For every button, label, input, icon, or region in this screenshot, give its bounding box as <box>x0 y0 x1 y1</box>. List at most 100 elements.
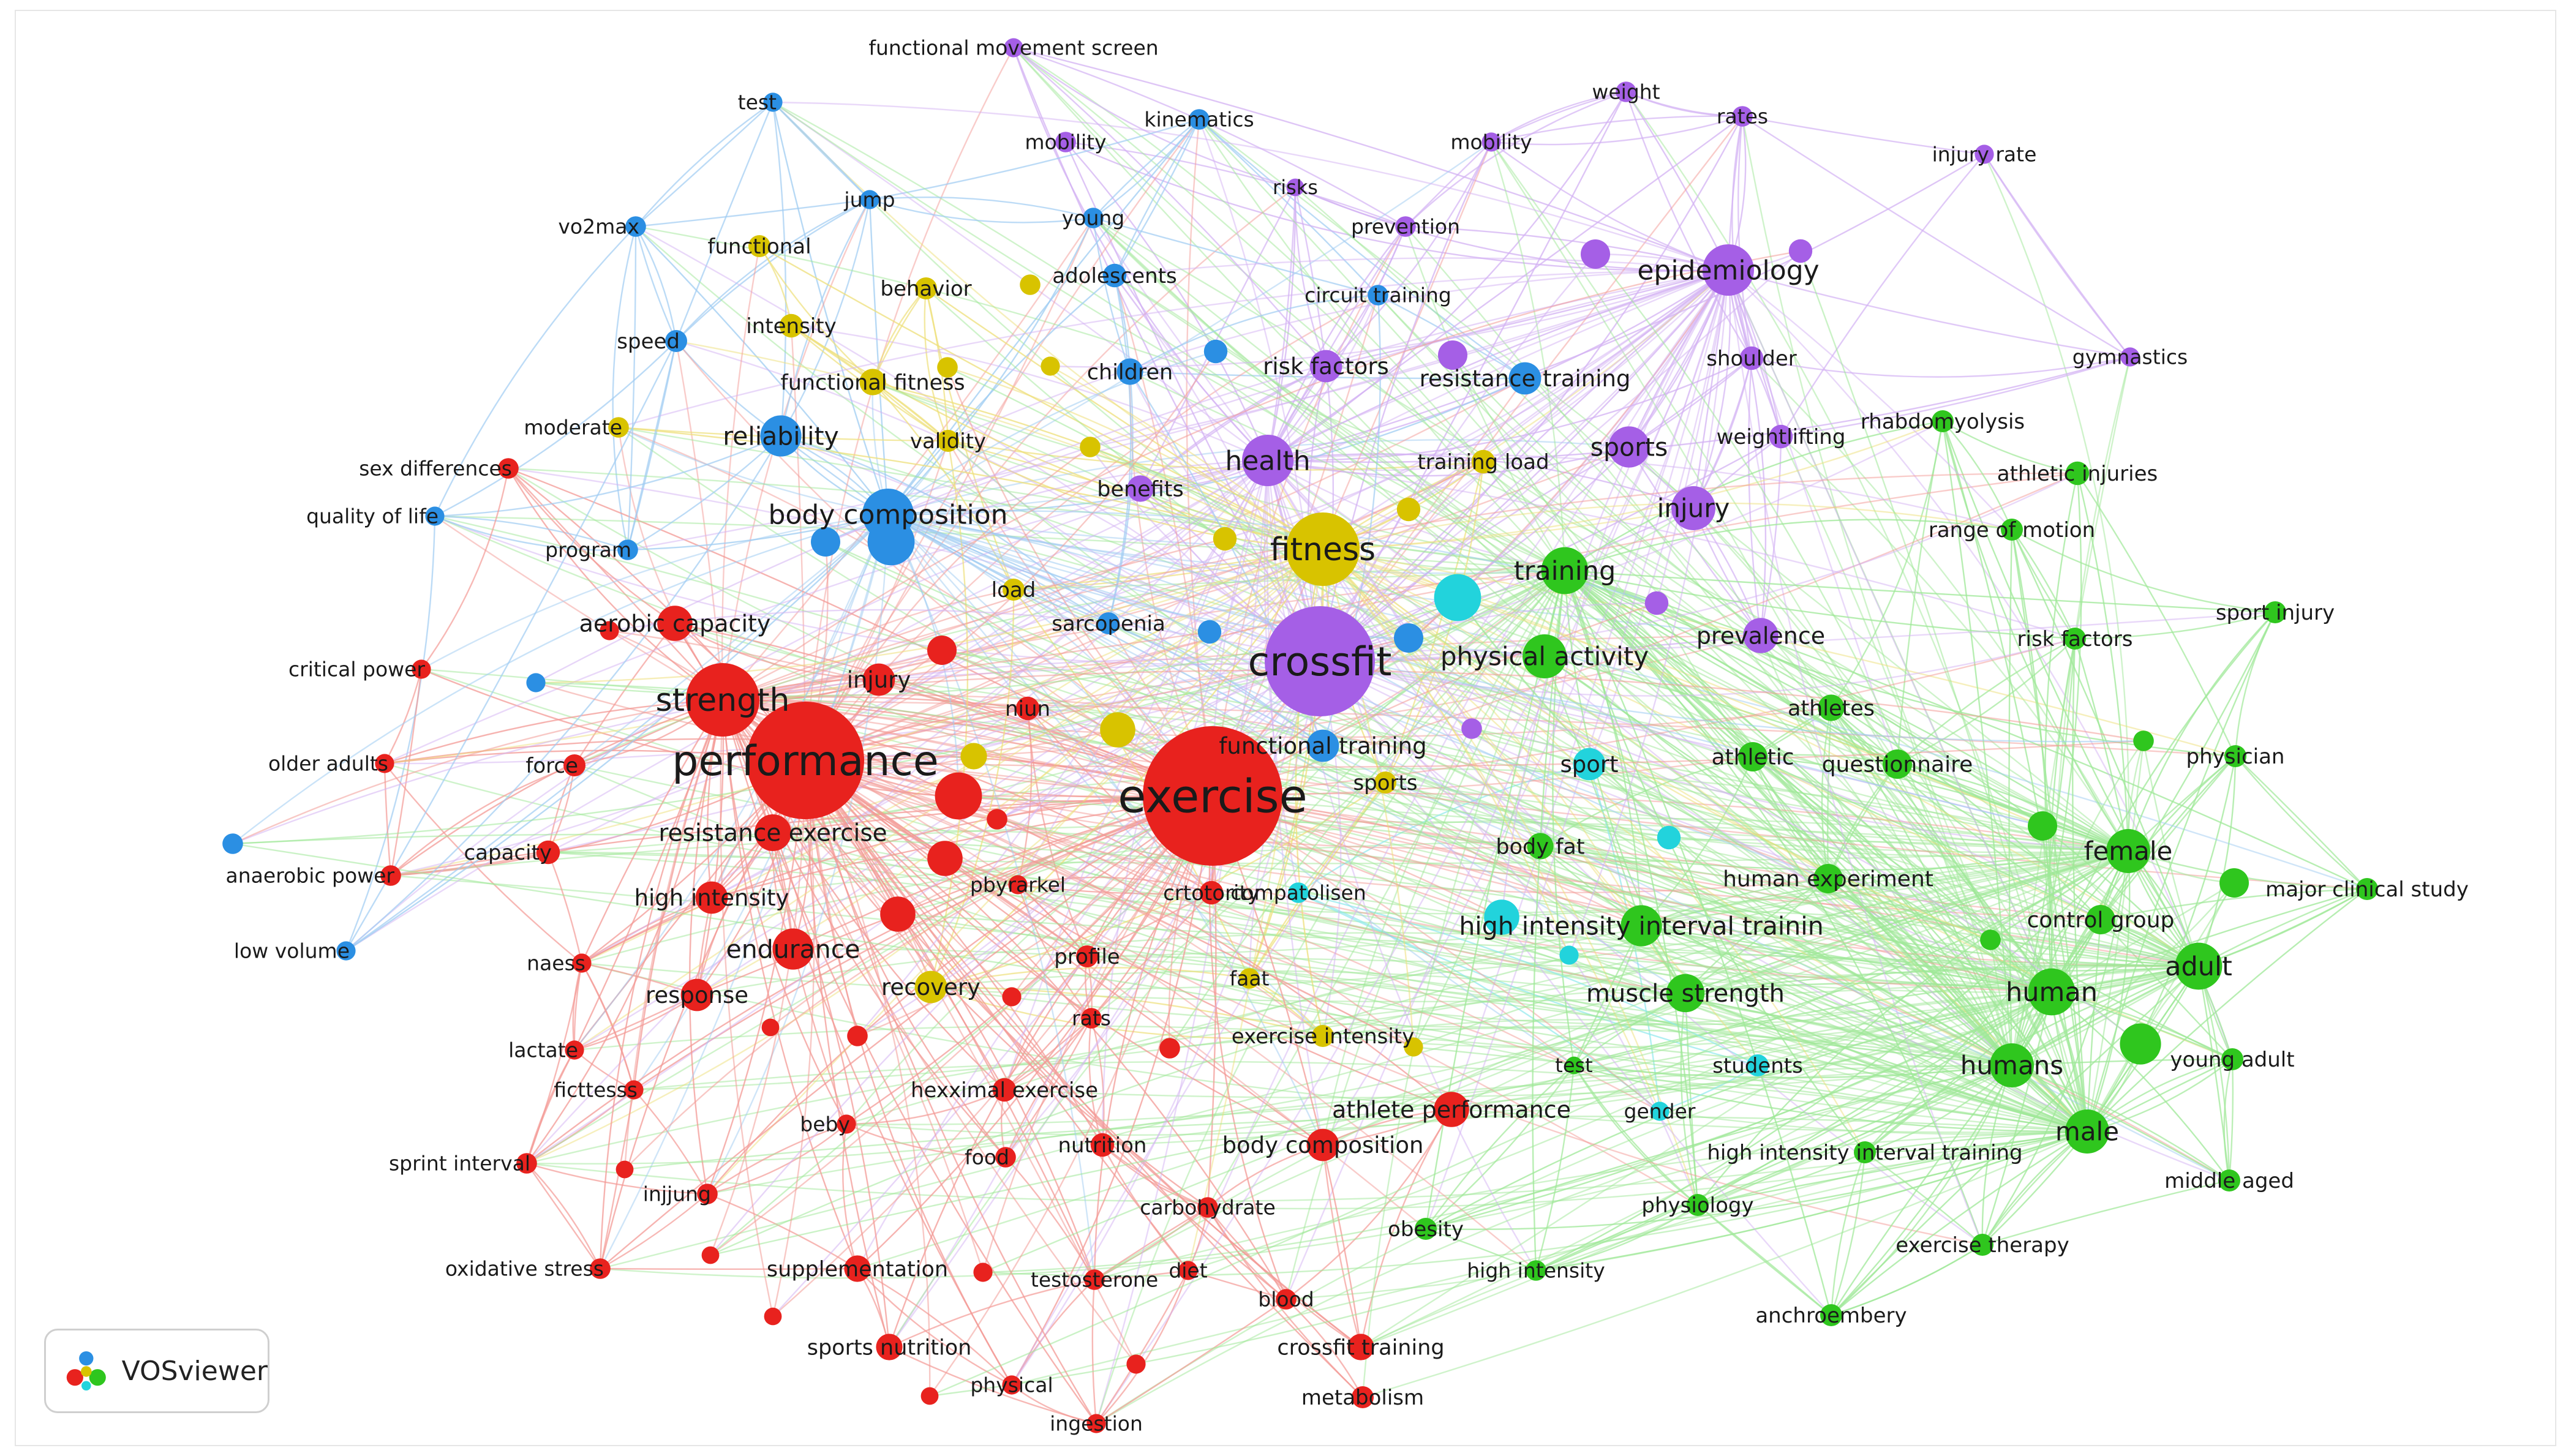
node-unlabeled[interactable] <box>847 1026 868 1046</box>
node-exercise[interactable] <box>1143 726 1282 866</box>
node-unlabeled[interactable] <box>1002 987 1022 1007</box>
node-unlabeled[interactable] <box>920 1387 939 1405</box>
node-functional-fitness[interactable] <box>859 369 886 396</box>
node-anchroembery[interactable] <box>1820 1304 1842 1326</box>
node-weight[interactable] <box>1616 81 1636 102</box>
node-older-adults[interactable] <box>375 754 394 773</box>
node-test-b[interactable] <box>763 92 783 112</box>
node-reliability[interactable] <box>760 415 802 457</box>
node-unlabeled[interactable] <box>1404 1037 1423 1057</box>
node-unlabeled[interactable] <box>600 621 619 640</box>
node-unlabeled[interactable] <box>960 743 987 770</box>
node-young[interactable] <box>1083 208 1104 228</box>
node-metabolism[interactable] <box>1352 1386 1374 1408</box>
node-adult[interactable] <box>2175 942 2223 990</box>
node-validity[interactable] <box>937 430 959 452</box>
node-risk-factors-p[interactable] <box>1309 350 1342 383</box>
node-rhabdomyolysis[interactable] <box>1932 410 1954 432</box>
node-physical[interactable] <box>1002 1375 1022 1395</box>
node-unlabeled[interactable] <box>1461 718 1482 739</box>
node-rates[interactable] <box>1732 106 1753 127</box>
node-athletes[interactable] <box>1818 694 1845 721</box>
node-benefits[interactable] <box>1127 475 1154 502</box>
node-unlabeled[interactable] <box>1041 356 1060 376</box>
node-test-g[interactable] <box>1565 1056 1583 1075</box>
node-profile[interactable] <box>1076 945 1098 967</box>
node-food[interactable] <box>995 1147 1016 1168</box>
node-fitness[interactable] <box>1286 512 1360 586</box>
node-exercise-intensity[interactable] <box>1312 1025 1334 1047</box>
node-adolescents[interactable] <box>1102 263 1127 288</box>
node-unlabeled[interactable] <box>1438 340 1467 370</box>
node-lactate[interactable] <box>565 1040 584 1060</box>
node-athlete-performance[interactable] <box>1434 1092 1469 1127</box>
node-unlabeled[interactable] <box>1203 339 1228 364</box>
node-obesity[interactable] <box>1415 1218 1437 1240</box>
node-physical-activity[interactable] <box>1523 634 1567 678</box>
node-exercise-therapy[interactable] <box>1971 1234 1993 1256</box>
node-muscle-strength[interactable] <box>1666 974 1705 1013</box>
node-hiit[interactable] <box>1621 905 1662 947</box>
node-unlabeled[interactable] <box>927 841 963 876</box>
node-injury-rate[interactable] <box>1974 144 1994 164</box>
node-crtotority[interactable] <box>1199 880 1224 905</box>
node-response[interactable] <box>680 978 713 1011</box>
vosviewer-badge[interactable]: VOSviewer <box>44 1329 269 1413</box>
node-prevention[interactable] <box>1395 216 1416 237</box>
node-body-fat[interactable] <box>1527 833 1554 860</box>
node-unlabeled[interactable] <box>1020 274 1041 295</box>
node-athletic[interactable] <box>1738 742 1767 771</box>
node-questionnaire[interactable] <box>1883 749 1912 779</box>
node-load[interactable] <box>1003 579 1025 601</box>
node-niun[interactable] <box>1015 696 1040 721</box>
node-naess[interactable] <box>572 953 592 973</box>
node-training[interactable] <box>1541 547 1589 595</box>
node-unlabeled[interactable] <box>987 809 1007 830</box>
node-middle-aged[interactable] <box>2218 1169 2240 1191</box>
node-unlabeled[interactable] <box>2133 730 2154 751</box>
node-quality-of-life[interactable] <box>425 506 445 526</box>
node-female[interactable] <box>2106 829 2150 873</box>
node-unlabeled[interactable] <box>1080 437 1101 457</box>
node-unlabeled[interactable] <box>811 527 840 557</box>
node-rats[interactable] <box>1081 1008 1102 1029</box>
node-carbohydrate[interactable] <box>1197 1197 1218 1218</box>
node-sports-p[interactable] <box>1608 426 1650 468</box>
node-unlabeled[interactable] <box>1581 239 1610 269</box>
node-unlabeled[interactable] <box>867 518 915 566</box>
node-anaerobic-power[interactable] <box>380 865 401 886</box>
node-aerobic-capacity[interactable] <box>657 606 693 641</box>
node-epidemiology[interactable] <box>1703 244 1754 296</box>
node-unlabeled[interactable] <box>2028 811 2057 841</box>
node-unlabeled[interactable] <box>1394 623 1423 653</box>
node-young-adult[interactable] <box>2221 1048 2243 1070</box>
node-unlabeled[interactable] <box>1396 497 1421 522</box>
node-resistance-exercise[interactable] <box>755 814 791 851</box>
node-unlabeled[interactable] <box>1788 239 1813 263</box>
node-injjung[interactable] <box>697 1184 718 1204</box>
node-strength[interactable] <box>686 663 759 737</box>
node-intensity[interactable] <box>779 313 804 338</box>
node-unlabeled[interactable] <box>927 636 957 665</box>
node-human[interactable] <box>2028 968 2076 1016</box>
node-unlabeled[interactable] <box>1126 1354 1146 1374</box>
node-sarcopenia[interactable] <box>1097 612 1120 634</box>
node-unlabeled[interactable] <box>1213 527 1237 551</box>
node-vo2max[interactable] <box>625 216 646 237</box>
node-unlabeled[interactable] <box>973 1263 993 1282</box>
node-athletic-injuries[interactable] <box>2065 461 2090 486</box>
node-unlabeled[interactable] <box>1980 929 2001 950</box>
node-functional-training[interactable] <box>1306 729 1339 762</box>
node-unlabeled[interactable] <box>701 1246 720 1264</box>
node-ficttesss[interactable] <box>624 1080 644 1100</box>
node-sprint-interval[interactable] <box>516 1153 537 1174</box>
node-sport-injury[interactable] <box>2264 601 2286 623</box>
node-program[interactable] <box>617 539 638 560</box>
node-physician[interactable] <box>2224 745 2246 767</box>
node-supplementation[interactable] <box>844 1255 871 1282</box>
node-resistance-training[interactable] <box>1508 362 1541 395</box>
node-jump[interactable] <box>860 190 879 209</box>
node-unlabeled[interactable] <box>935 772 982 820</box>
node-high-intensity-g[interactable] <box>1526 1260 1546 1281</box>
node-functional-movement-screen[interactable] <box>1004 38 1023 58</box>
